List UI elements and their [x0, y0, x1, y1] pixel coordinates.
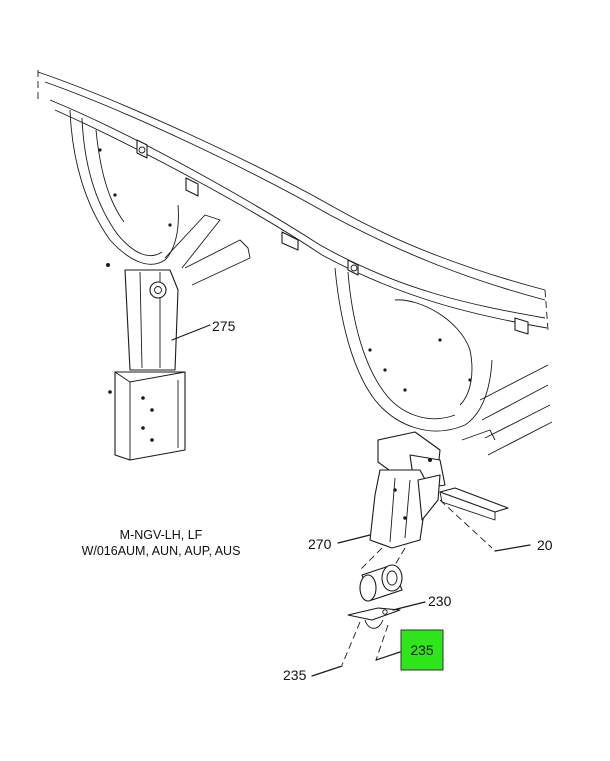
callout-20: 20	[537, 537, 553, 553]
clamp-strap	[347, 607, 401, 629]
left-bracket-assembly	[69, 109, 251, 461]
note-line-2: W/016AUM, AUN, AUP, AUS	[82, 544, 241, 558]
note-line-1: M-NGV-LH, LF	[120, 528, 203, 542]
leader-lines	[171, 324, 531, 677]
highlight-box[interactable]	[400, 629, 444, 671]
callout-270: 270	[308, 536, 332, 552]
highlighted-callout-235[interactable]: 235	[400, 629, 444, 671]
rubber-bushing	[359, 564, 403, 602]
assembly-lines	[341, 499, 493, 666]
right-bracket-assembly	[334, 267, 553, 549]
front-crossmember	[37, 70, 549, 335]
callout-230: 230	[428, 593, 452, 609]
highlight-label: 235	[410, 642, 434, 658]
callout-235: 235	[283, 667, 307, 683]
callout-275: 275	[212, 318, 236, 334]
